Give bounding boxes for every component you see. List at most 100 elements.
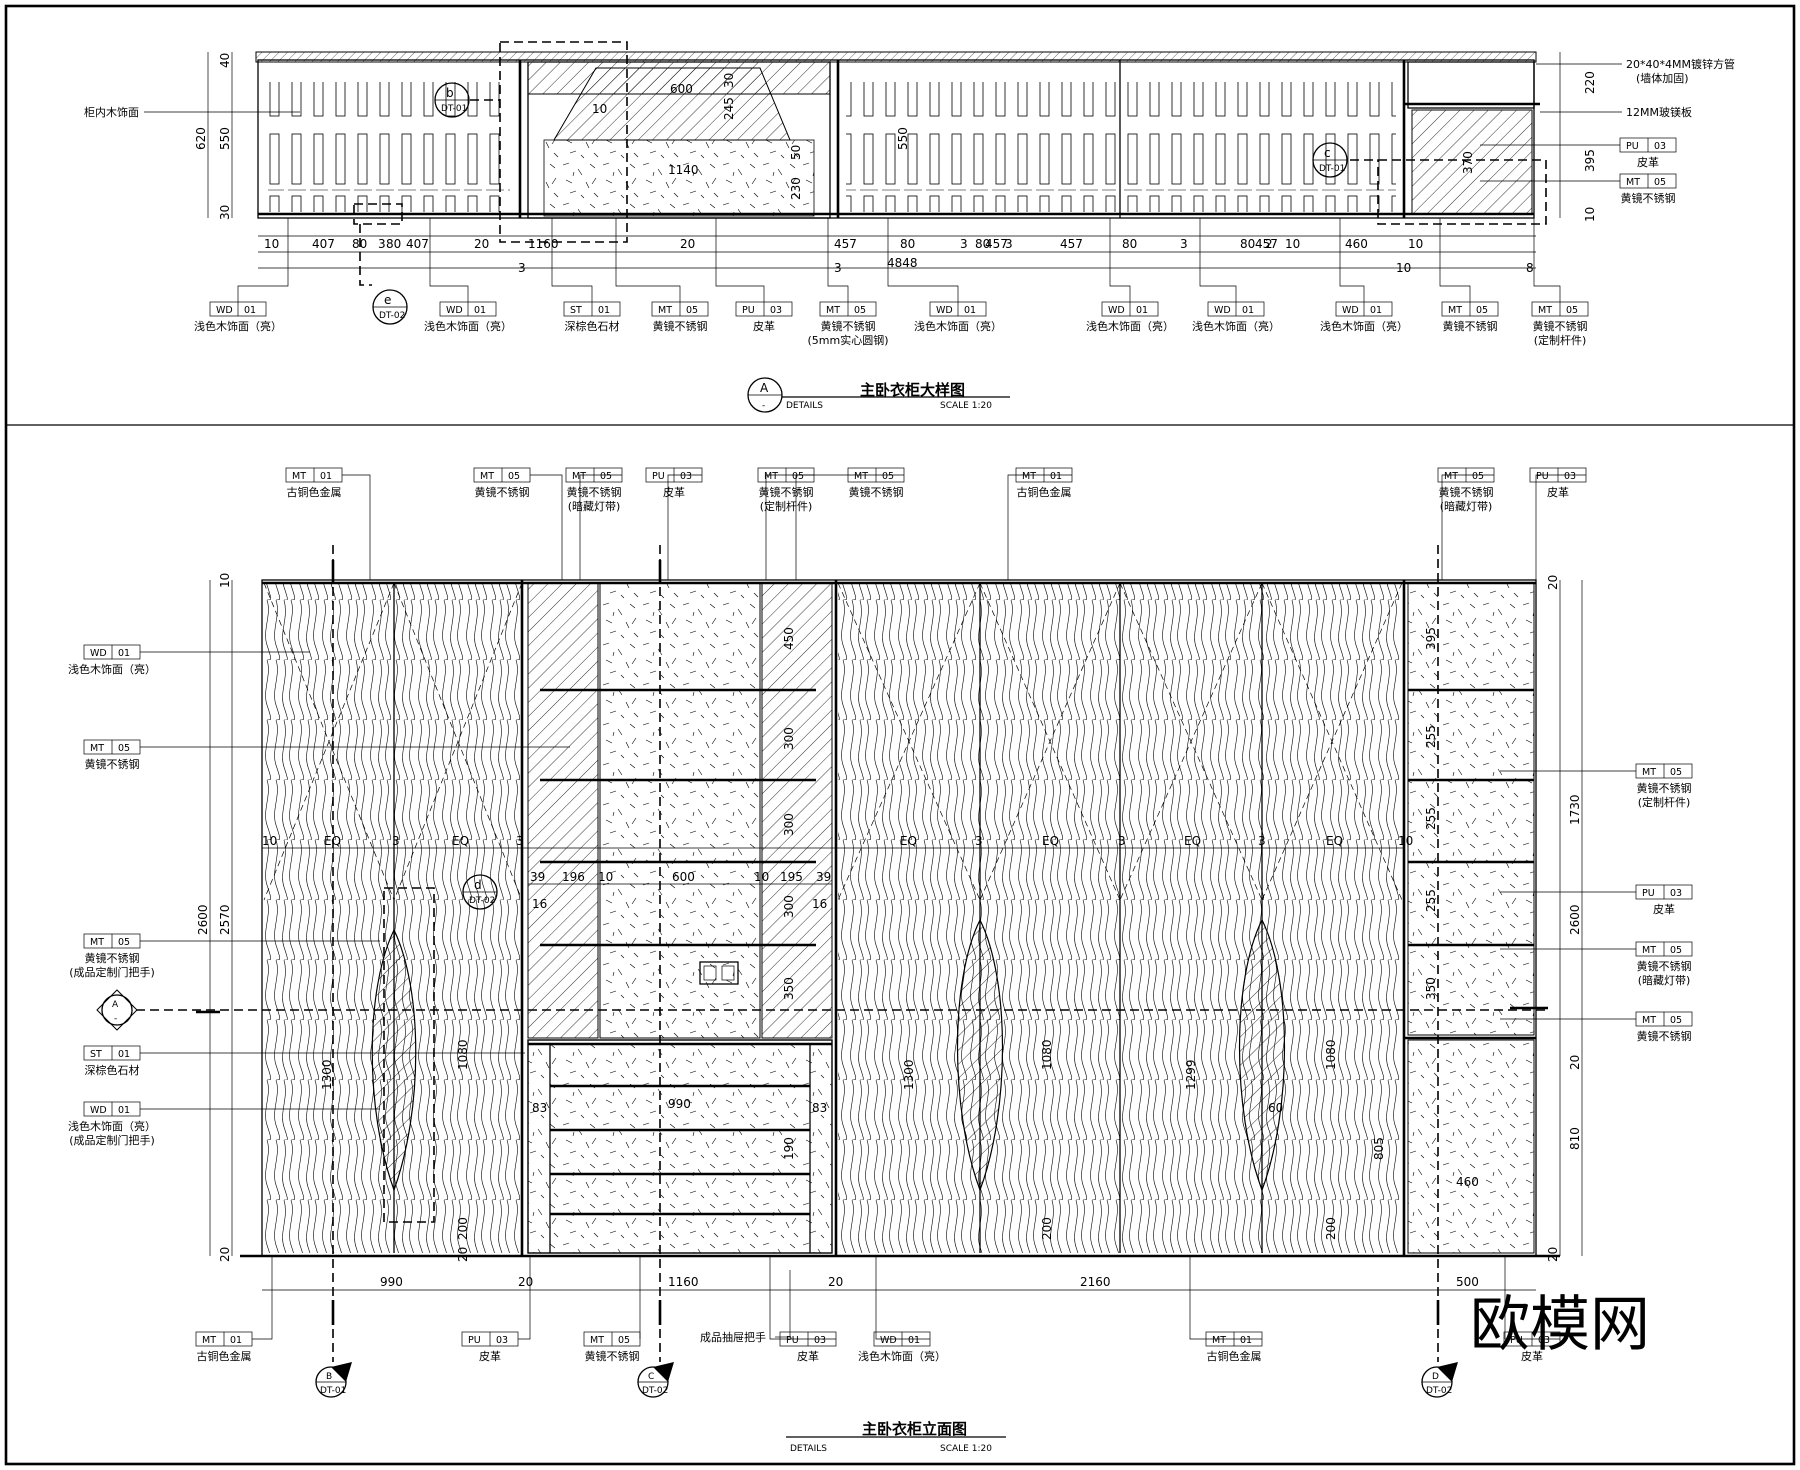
callout-e[interactable]: e DT-02 bbox=[372, 289, 408, 325]
elev-tag-top-8-code: PU bbox=[1536, 471, 1549, 482]
top-tag-bottom-5-label: 黄镜不锈钢 bbox=[821, 319, 876, 333]
top-tag-right-1-code: MT bbox=[1626, 177, 1640, 188]
elev-tag-top-1-leader bbox=[530, 474, 563, 580]
top-dim-50: 50 bbox=[789, 145, 803, 160]
callout-C-ref: DT-02 bbox=[642, 1386, 668, 1396]
callout-C[interactable]: C DT-02 bbox=[637, 1362, 674, 1398]
top-tag-bottom-11-label: 黄镜不锈钢 bbox=[1533, 319, 1588, 333]
callout-C-arrow bbox=[653, 1362, 674, 1382]
right-unit-lower bbox=[1407, 1039, 1535, 1254]
shelf-dim-row-1: 196 bbox=[562, 870, 585, 884]
elev-dim-20rb: 20 bbox=[1546, 1247, 1560, 1262]
top-tag-bottom-1-code: WD bbox=[446, 305, 463, 316]
note-steel-tube: 20*40*4MM镀锌方管 bbox=[1626, 57, 1735, 71]
sheet-border bbox=[4, 4, 1796, 1466]
shelf-dim-row-7: 16 bbox=[532, 897, 547, 911]
drawer-stack bbox=[527, 1039, 833, 1254]
callout-c-letter: c bbox=[1324, 146, 1331, 160]
top-tag-bottom-11-leader bbox=[1533, 218, 1561, 302]
elev-tag-right-3-label: 黄镜不锈钢 bbox=[1637, 1029, 1692, 1043]
callout-c[interactable]: c DT-01 bbox=[1312, 142, 1348, 178]
elev-tag-bottom-3-code: PU bbox=[786, 1335, 799, 1346]
slats-left bbox=[268, 82, 510, 212]
elev-dim-1080-m: 1080 bbox=[1040, 1039, 1054, 1070]
callout-B[interactable]: B DT-01 bbox=[315, 1362, 352, 1398]
callout-A-arrow bbox=[96, 989, 138, 1031]
top-tag-bottom-9-leader bbox=[1339, 218, 1365, 302]
elev-dim-395r: 395 bbox=[1424, 627, 1438, 650]
top-dimchain-6: 20 bbox=[474, 237, 489, 251]
socket[interactable] bbox=[699, 961, 739, 985]
right-box-top bbox=[1407, 61, 1535, 109]
elev-tag-top-2-label: 黄镜不锈钢 bbox=[567, 485, 622, 499]
leaf-handle-left[interactable] bbox=[371, 928, 417, 1192]
callout-A[interactable]: A - bbox=[96, 989, 138, 1031]
callout-d[interactable]: d DT-02 bbox=[462, 874, 498, 910]
callout-b[interactable]: b DT-01 bbox=[434, 82, 470, 118]
callout-D[interactable]: D DT-02 bbox=[1421, 1362, 1458, 1398]
elev-tag-top-7-num: 05 bbox=[1472, 471, 1484, 482]
elev-bottom-dim-4: 2160 bbox=[1080, 1275, 1111, 1289]
elev-dim-1730: 1730 bbox=[1568, 794, 1582, 825]
callout-d-ref: DT-02 bbox=[469, 896, 495, 906]
elev-tag-right-1-num: 03 bbox=[1670, 888, 1682, 899]
top-tag-bottom-2-label: 深棕色石材 bbox=[565, 319, 620, 333]
elev-dim-10t: 10 bbox=[218, 573, 232, 588]
elev-tag-left-1-code: MT bbox=[90, 743, 104, 754]
elev-dim-20-l: 20 bbox=[456, 1247, 470, 1262]
top-dim-40: 40 bbox=[218, 53, 232, 68]
eq-row-8: 3 bbox=[1118, 834, 1126, 848]
top-subtitle: DETAILS bbox=[786, 401, 823, 411]
elev-tag-top-3-code: PU bbox=[652, 471, 665, 482]
top-tag-bottom-2-leader bbox=[551, 218, 593, 302]
elev-tag-top-4-label2: (定制杆件) bbox=[760, 499, 813, 513]
callout-A-ref: - bbox=[114, 1014, 117, 1024]
leaf-handle-mid-2[interactable] bbox=[1238, 918, 1286, 1192]
elev-bottom-dim-3: 20 bbox=[828, 1275, 843, 1289]
top-dim-600: 600 bbox=[670, 82, 693, 96]
top-tag-bottom-6-leader bbox=[887, 218, 959, 302]
leaf-handle-mid-1[interactable] bbox=[956, 918, 1004, 1192]
